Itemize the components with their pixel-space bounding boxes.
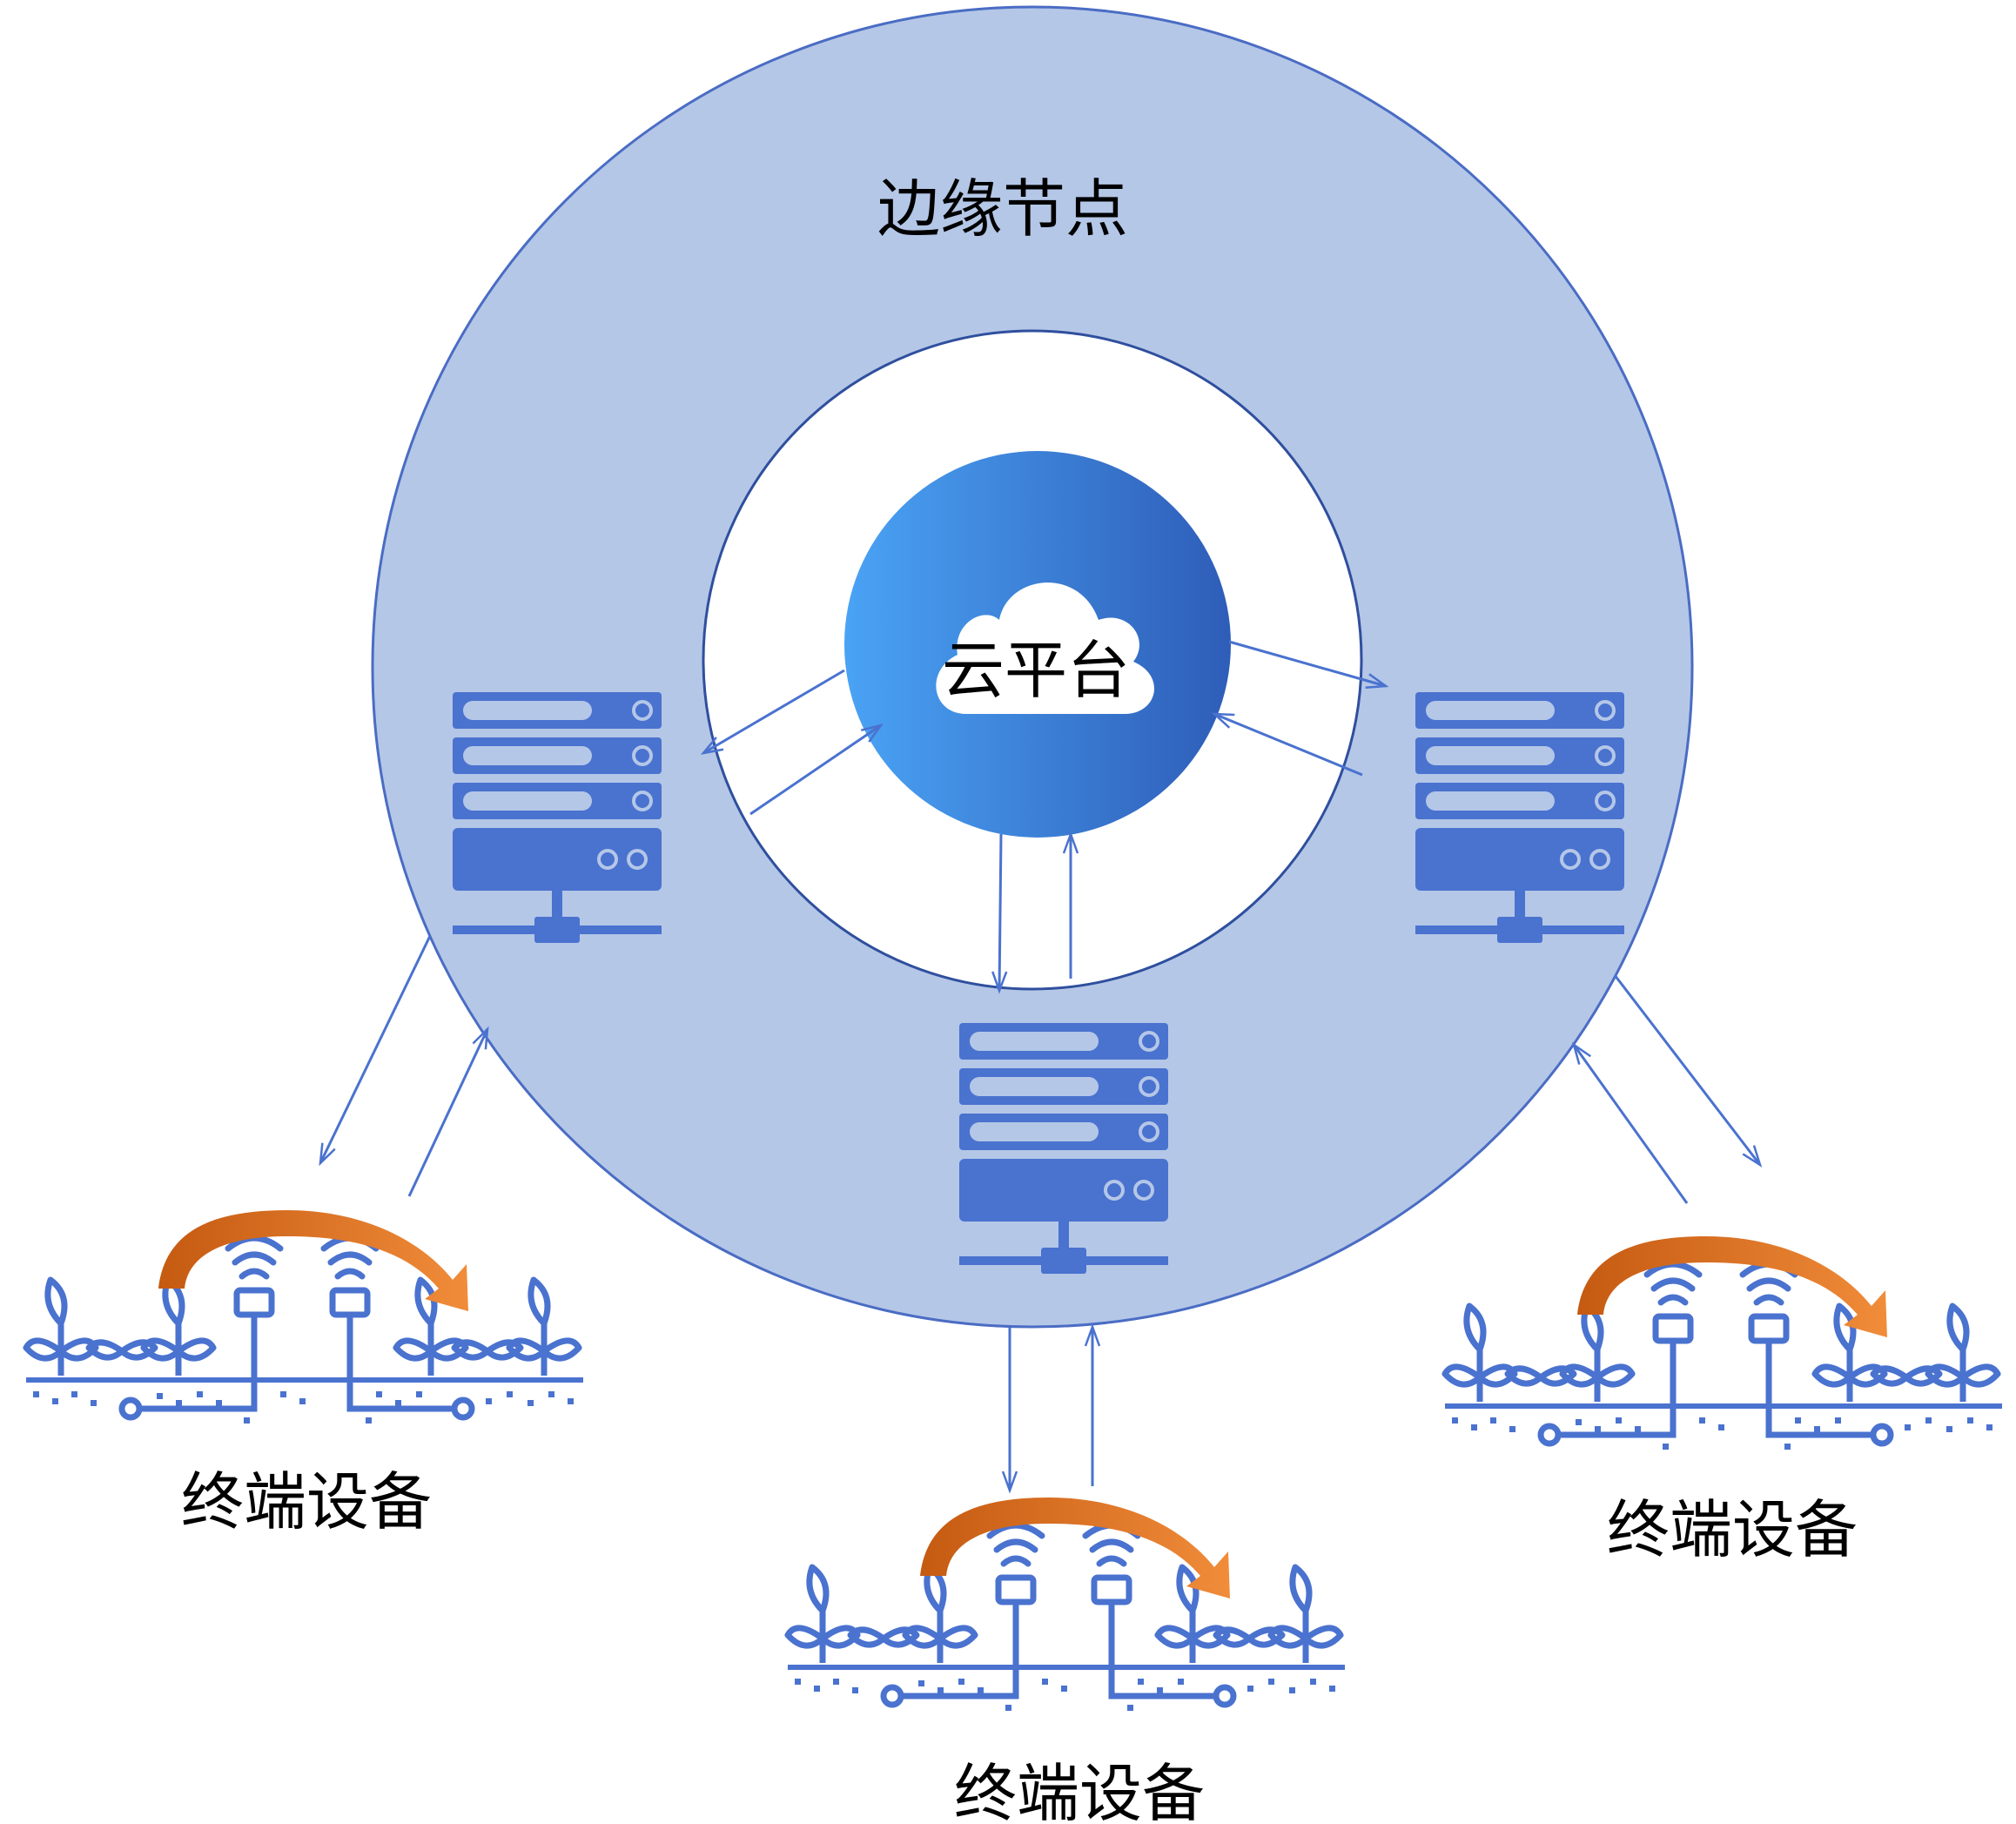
terminal-device-bottom	[788, 1498, 1345, 1711]
terminal-label-bottom: 终端设备	[954, 1757, 1205, 1824]
terminal-label-left: 终端设备	[181, 1465, 432, 1538]
terminal-device-left	[26, 1210, 583, 1424]
cloud-icon	[936, 582, 1154, 714]
edge-node-label: 边缘节点	[877, 172, 1128, 246]
terminal-label-right: 终端设备	[1607, 1493, 1858, 1566]
cloud-server-arrows	[700, 640, 1389, 994]
cloud-platform-label: 云平台	[942, 634, 1130, 707]
terminal-device-right	[1445, 1236, 2002, 1450]
edge-terminal-arrows	[319, 935, 1763, 1494]
